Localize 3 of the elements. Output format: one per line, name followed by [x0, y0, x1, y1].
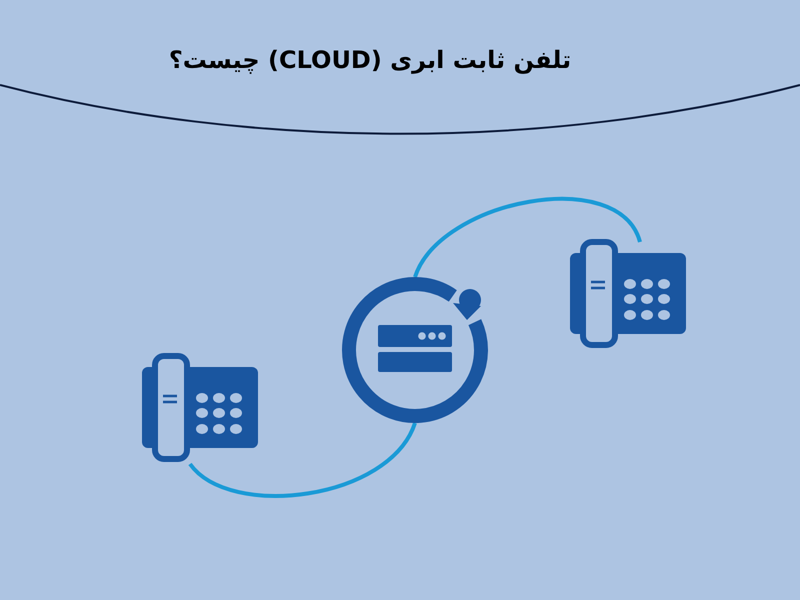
- connector-line: [188, 422, 417, 498]
- title: تلفن ثابت ابری (CLOUD) چیست؟: [168, 46, 572, 74]
- connector-line: [413, 197, 642, 278]
